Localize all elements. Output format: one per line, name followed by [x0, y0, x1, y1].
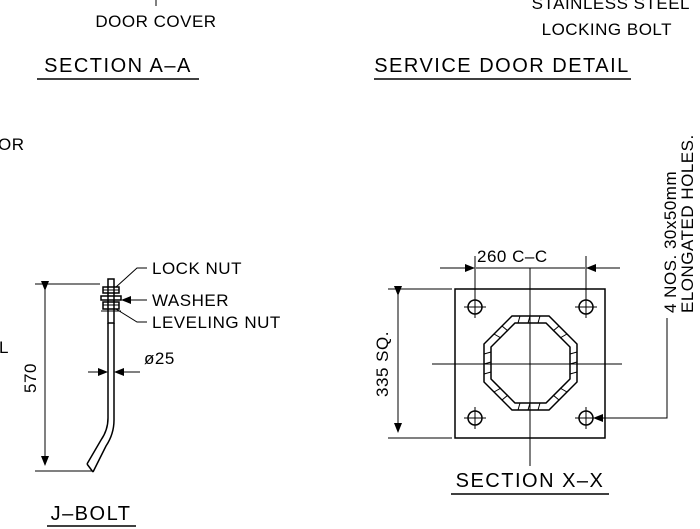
- washer-plate: [100, 295, 122, 301]
- lock-nut-leader: [115, 267, 147, 288]
- j-bolt-title: J–BOLT: [51, 503, 132, 525]
- lock-nut-label: LOCK NUT: [152, 259, 242, 278]
- bolt-hole-top-left: [464, 296, 486, 318]
- diameter-label: ø25: [144, 349, 175, 368]
- j-bolt-detail: 570 LOCK NUT WASHER LEVELING NUT ø25 J–B…: [21, 259, 281, 527]
- pole-octagon-outer: [483, 315, 578, 411]
- locking-bolt-label-line2: LOCKING BOLT: [542, 20, 672, 39]
- length-label: 570: [21, 363, 40, 393]
- bolt-hole-bottom-left: [464, 407, 486, 429]
- cropped-text-or: OR: [0, 135, 25, 154]
- section-aa: DOOR COVER SECTION A–A: [37, 0, 216, 80]
- section-xx-title: SECTION X–X: [456, 470, 605, 492]
- washer-label: WASHER: [152, 291, 229, 310]
- cc-label: 260 C–C: [477, 247, 548, 266]
- holes-leader: [593, 318, 668, 422]
- section-xx: 260 C–C 335 SQ.: [373, 134, 697, 495]
- cropped-text-l: L: [0, 338, 9, 357]
- leveling-nut-label: LEVELING NUT: [152, 313, 281, 332]
- pole-wall-hatching: [483, 315, 578, 411]
- locking-bolt-label-line1: STAINLESS STEEL: [532, 0, 690, 13]
- service-door-detail-title: SERVICE DOOR DETAIL: [374, 55, 630, 77]
- square-label: 335 SQ.: [373, 331, 392, 397]
- pole-octagon-inner: [490, 322, 571, 404]
- service-door-detail: STAINLESS STEEL LOCKING BOLT SERVICE DOO…: [374, 0, 690, 80]
- bolt-bend-inner: [86, 417, 109, 465]
- holes-label-line2: ELONGATED HOLES.: [678, 134, 697, 313]
- door-cover-label: DOOR COVER: [95, 12, 216, 31]
- holes-label-line1: 4 NOS. 30x50mm: [661, 171, 680, 313]
- section-aa-title: SECTION A–A: [44, 55, 192, 77]
- bolt-hole-bottom-right: [575, 407, 597, 429]
- bolt-end: [86, 463, 94, 473]
- bolt-hole-top-right: [575, 296, 597, 318]
- leveling-nut-leader: [115, 308, 147, 323]
- bolt-thread-top: [107, 278, 115, 324]
- bolt-bend-outer: [92, 419, 115, 473]
